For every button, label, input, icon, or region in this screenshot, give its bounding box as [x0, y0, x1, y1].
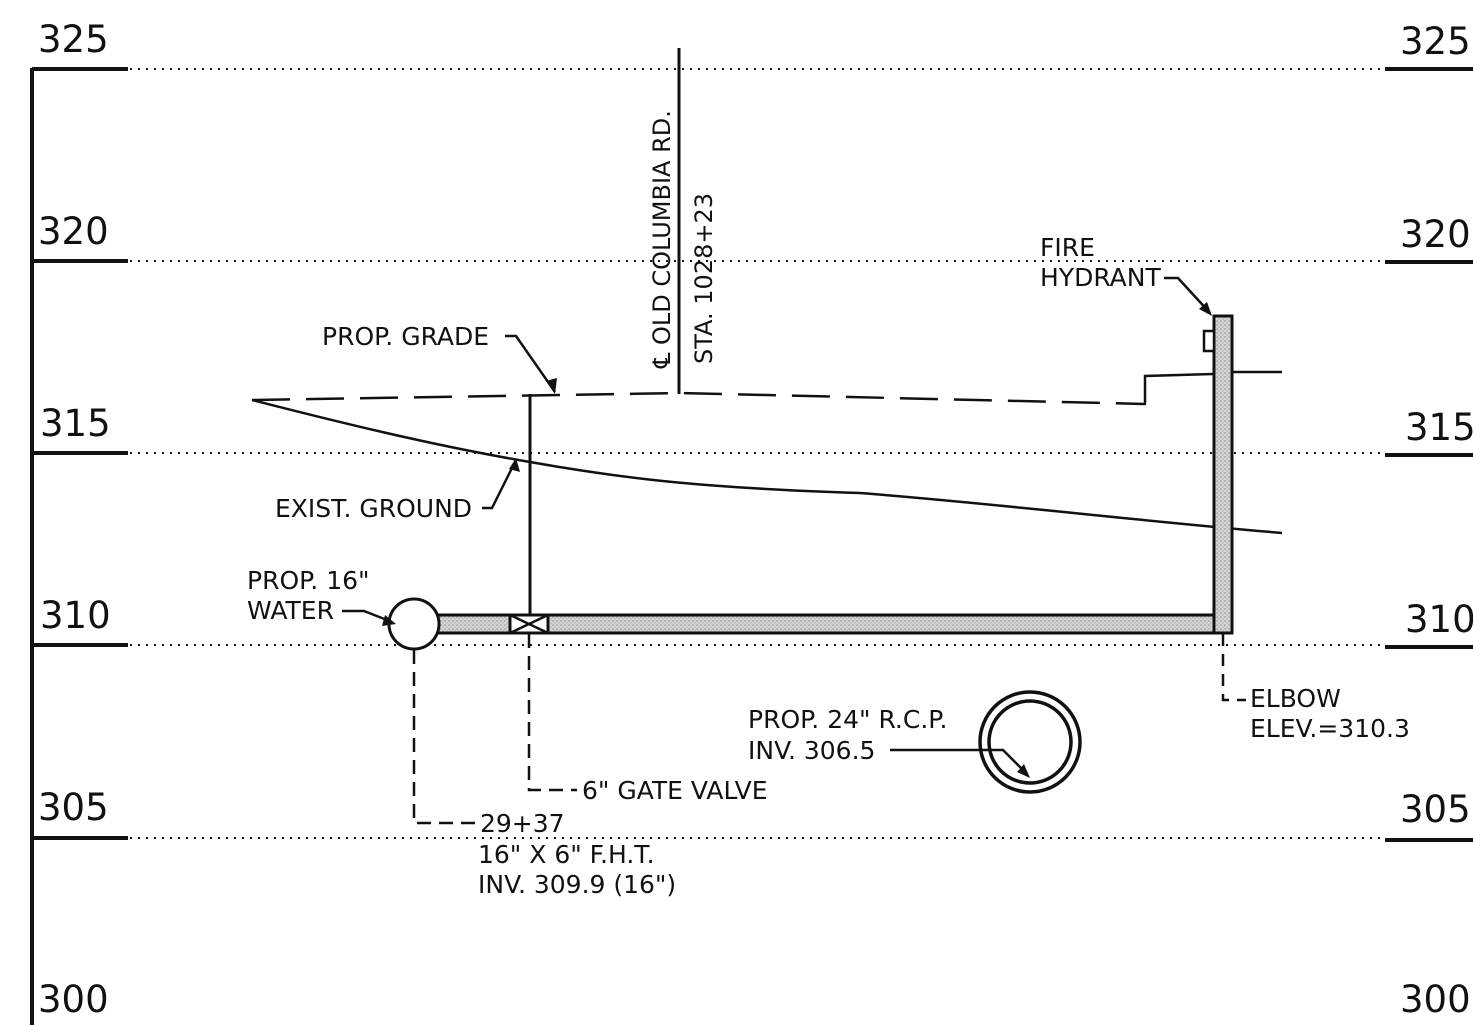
elev-left-305: 305 — [38, 786, 109, 829]
station-label: STA. 1028+23 — [690, 193, 718, 364]
rcp-leader — [890, 748, 1028, 775]
hydrant-arrow — [1199, 302, 1212, 316]
fire-hydrant-label-2: HYDRANT — [1040, 263, 1161, 292]
prop-water-label-2: WATER — [247, 596, 334, 625]
elev-left-315: 315 — [40, 402, 111, 445]
exist-ground-leader — [482, 461, 517, 510]
water-pipe-horizontal — [436, 613, 1234, 635]
rcp-arrow — [1017, 764, 1030, 778]
elev-right-325: 325 — [1400, 20, 1471, 63]
gate-valve-leader — [527, 634, 577, 792]
elev-left-300: 300 — [38, 978, 109, 1021]
prop-grade-leader — [505, 334, 557, 393]
tee-leader — [412, 650, 478, 825]
existing-ground-line — [251, 398, 1283, 535]
tee-size-label: 16" X 6" F.H.T. — [478, 840, 655, 869]
rcp-label-1: PROP. 24" R.C.P. — [748, 705, 947, 734]
elevation-labels-left: 325 320 315 310 305 300 — [38, 18, 111, 1021]
elev-left-310: 310 — [40, 594, 111, 637]
elbow-leader — [1221, 634, 1246, 702]
hydrant-leader — [1164, 276, 1211, 314]
elev-right-315: 315 — [1405, 406, 1473, 449]
gate-valve-symbol — [508, 613, 550, 635]
rcp-inner-circle — [987, 699, 1073, 785]
road-name-label: ℄ OLD COLUMBIA RD. — [648, 110, 676, 369]
water-leader — [342, 609, 393, 624]
tee-inv-label: INV. 309.9 (16") — [478, 870, 676, 899]
rcp-outer-circle — [978, 690, 1082, 794]
proposed-grade-line — [251, 391, 1147, 406]
water-arrow — [382, 615, 396, 626]
prop-grade-label: PROP. GRADE — [322, 322, 489, 351]
elev-right-320: 320 — [1400, 213, 1471, 256]
elbow-label-2: ELEV.=310.3 — [1250, 714, 1410, 743]
elev-right-300: 300 — [1400, 978, 1471, 1021]
grid-lines — [32, 67, 1473, 842]
water-main-16-circle — [387, 597, 441, 651]
elevation-labels-right: 325 320 315 310 305 300 — [1400, 20, 1473, 1021]
exist-ground-arrow — [509, 458, 520, 472]
elev-right-305: 305 — [1400, 788, 1471, 831]
prop-water-label-1: PROP. 16" — [247, 566, 370, 595]
proposed-grade-line-hydrant — [1143, 372, 1214, 404]
hydrant-riser — [1212, 314, 1234, 635]
elbow-label-1: ELBOW — [1250, 684, 1341, 713]
rcp-label-2: INV. 306.5 — [748, 736, 875, 765]
elev-left-325: 325 — [38, 18, 109, 61]
prop-grade-arrow — [546, 378, 557, 394]
gate-valve-label: 6" GATE VALVE — [582, 776, 768, 805]
hydrant-nozzle — [1202, 329, 1216, 353]
tee-station-label: 29+37 — [480, 809, 565, 838]
elev-left-320: 320 — [38, 210, 109, 253]
fire-hydrant-label-1: FIRE — [1040, 233, 1095, 262]
exist-ground-label: EXIST. GROUND — [275, 494, 472, 523]
elev-right-310: 310 — [1405, 598, 1473, 641]
